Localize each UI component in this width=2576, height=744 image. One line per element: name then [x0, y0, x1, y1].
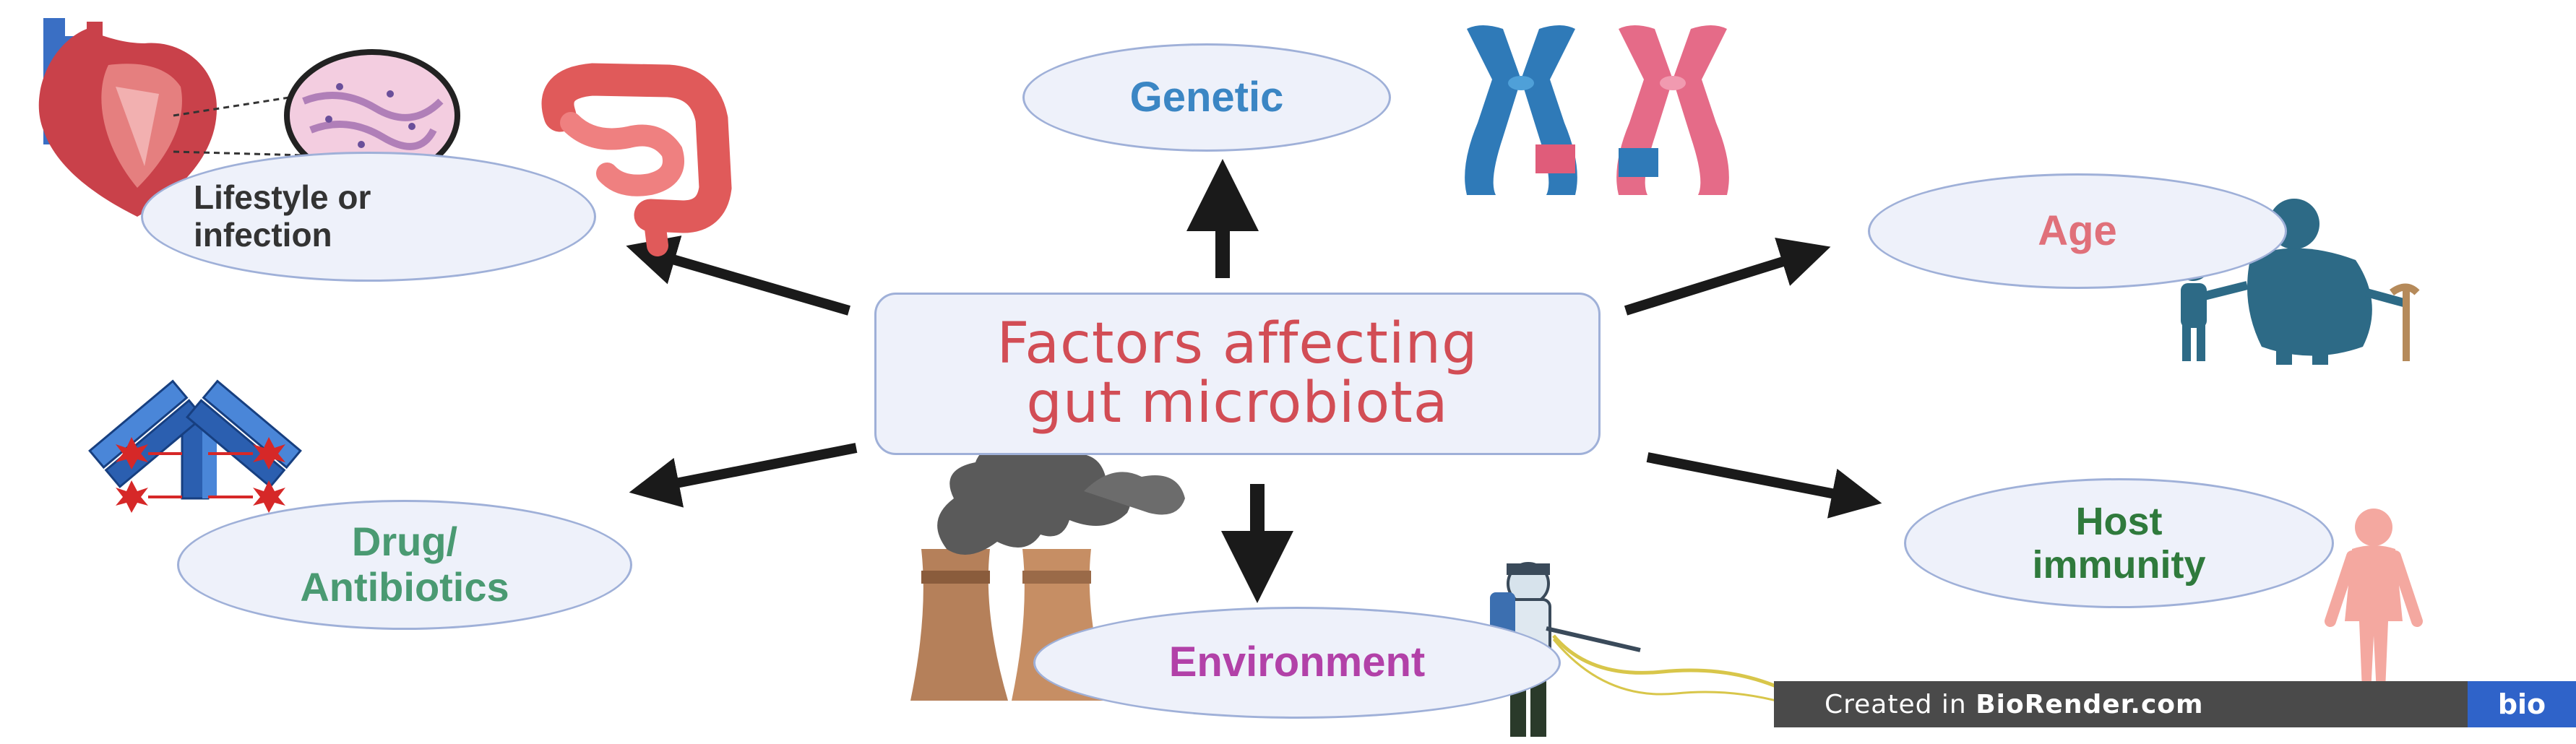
factor-genetic-label: Genetic [1129, 73, 1284, 121]
heart-icon [38, 18, 217, 217]
central-topic-line1: Factors affecting [996, 311, 1478, 376]
factor-environment-label: Environment [1168, 639, 1426, 686]
factor-age-label: Age [2038, 207, 2117, 254]
factor-host-line1: Host [2075, 499, 2163, 543]
factor-age: Age [1868, 173, 2287, 289]
biorender-watermark: Created in BioRender.com bio [1774, 681, 2576, 727]
biorender-logo: bio [2468, 681, 2576, 727]
human-body-icon [2325, 509, 2423, 708]
factor-drug-line2: Antibiotics [300, 564, 509, 610]
arrow-to-lifestyle [626, 235, 850, 316]
central-topic-line2: gut microbiota [1026, 370, 1449, 436]
watermark-created-in: Created in [1825, 689, 1976, 719]
arrow-to-drug [629, 443, 858, 508]
factor-drug: Drug/ Antibiotics [177, 500, 632, 630]
central-topic-box: Factors affecting gut microbiota [874, 293, 1601, 455]
factor-environment: Environment [1033, 607, 1561, 719]
factor-host-line2: immunity [2032, 543, 2206, 587]
watermark-brand: BioRender.com [1976, 689, 2204, 719]
factor-genetic: Genetic [1022, 43, 1391, 152]
arrow-to-age [1624, 238, 1831, 316]
factor-host-immunity: Host immunity [1904, 478, 2334, 608]
intestine-icon [541, 63, 732, 256]
chromosome-pink-icon [1616, 25, 1729, 195]
antibody-icon [88, 379, 302, 513]
arrow-to-host [1646, 452, 1882, 519]
factor-lifestyle-line2: infection [194, 216, 332, 254]
factor-lifestyle: Lifestyle or infection [141, 152, 596, 282]
factor-lifestyle-line1: Lifestyle or [194, 178, 371, 217]
factor-drug-line1: Drug/ [351, 519, 458, 565]
chromosome-blue-icon [1465, 25, 1577, 195]
watermark-text: Created in BioRender.com [1774, 690, 2468, 719]
